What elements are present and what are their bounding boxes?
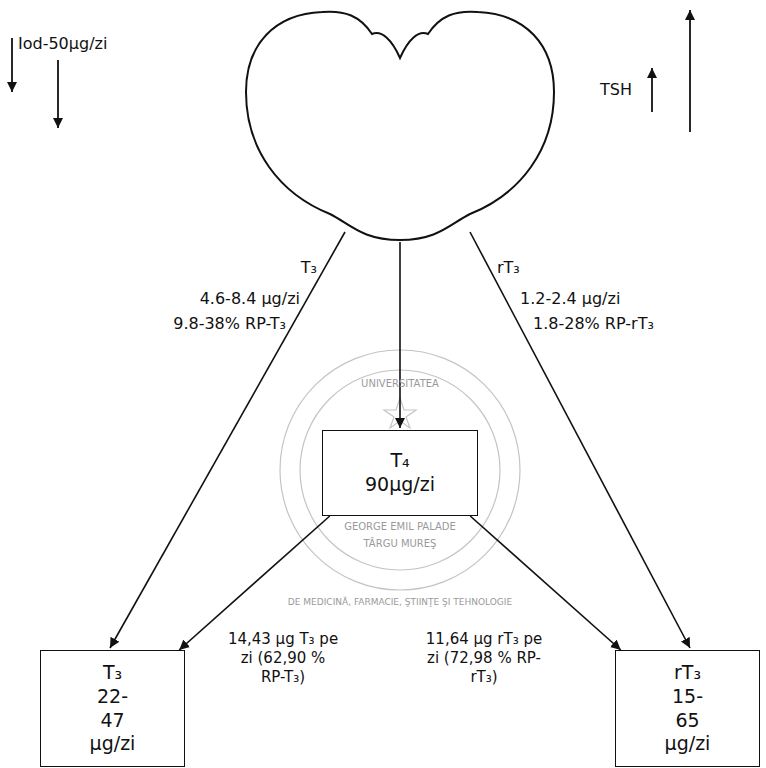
rate-label: 4.6-8.4 µg/zi [200, 289, 300, 308]
secretion-arrow [470, 232, 690, 648]
seal-ring [280, 350, 520, 590]
watermark: TÂRGU MUREŞ [364, 538, 437, 550]
box-value: 90µg/zi [365, 473, 435, 497]
hormone-box: T₃22-47 µg/zi [40, 650, 185, 767]
watermark: GEORGE EMIL PALADE [344, 521, 456, 533]
increase-arrow [651, 68, 653, 112]
conversion-label: 11,64 µg rT₃ pe zi (72,98 % RP-rT₃) [425, 630, 543, 686]
hormone-label: rT₃ [497, 258, 520, 277]
rate-label: 1.2-2.4 µg/zi [520, 289, 620, 308]
hormone-box: T₄90µg/zi [322, 430, 478, 516]
decrease-arrow [57, 60, 59, 128]
hormone-label: TSH [600, 80, 632, 99]
hormone-box: rT₃15-65 µg/zi [615, 650, 760, 767]
input-label: Iod-50µg/zi [18, 34, 107, 53]
box-value: 15-65 µg/zi [665, 685, 711, 756]
watermark: DE MEDICINĂ, FARMACIE, ŞTIINŢE ŞI TEHNOL… [288, 597, 512, 608]
box-title: T₃ [103, 661, 122, 685]
percent-label: 1.8-28% RP-rT₃ [533, 314, 654, 333]
seal-watermark [280, 350, 520, 590]
watermark: UNIVERSITATEA [361, 378, 439, 390]
box-title: T₄ [390, 449, 409, 473]
secretion-arrow [399, 242, 401, 428]
hormone-label: T₃ [301, 258, 317, 277]
increase-arrow [689, 10, 691, 132]
conversion-label: 14,43 µg T₃ pe zi (62,90 % RP-T₃) [227, 630, 339, 686]
secretion-arrow [110, 232, 345, 648]
percent-label: 9.8-38% RP-T₃ [173, 314, 286, 333]
box-title: rT₃ [674, 661, 701, 685]
decrease-arrow [11, 38, 13, 92]
thyroid-gland [246, 12, 554, 240]
box-value: 22-47 µg/zi [90, 685, 136, 756]
